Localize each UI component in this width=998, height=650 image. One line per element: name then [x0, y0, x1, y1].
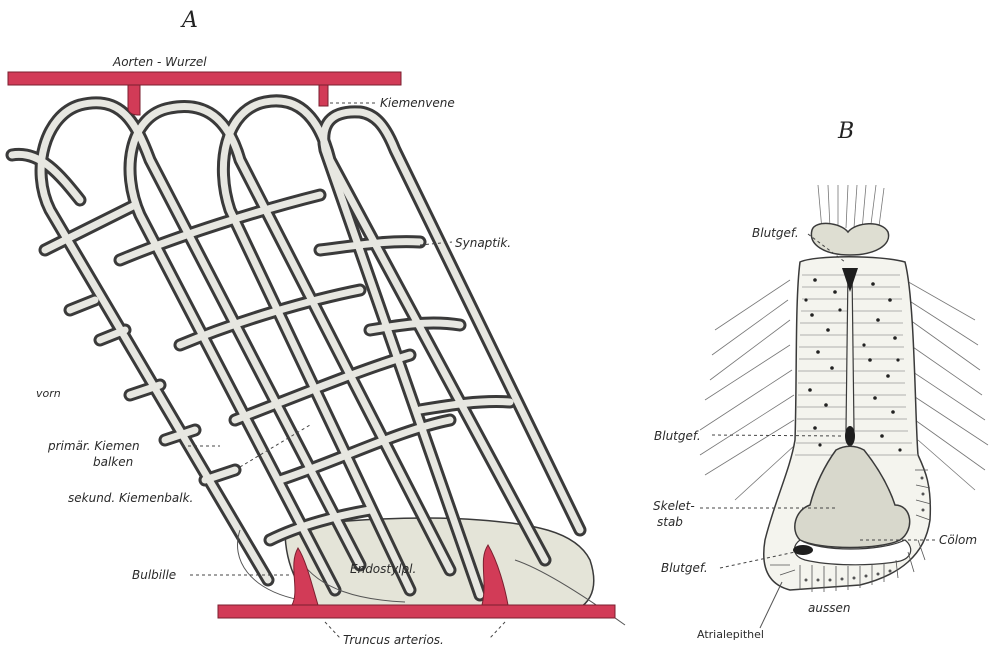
label-blutgef-bottom: Blutgef.	[661, 561, 708, 575]
label-skelet: Skelet-	[653, 499, 695, 513]
panel-a: A	[8, 8, 625, 647]
panel-a-letter: A	[180, 8, 198, 33]
label-aussen: aussen	[808, 601, 850, 615]
gill-bars	[12, 101, 625, 625]
label-truncus-arterios: Truncus arterios.	[343, 633, 444, 647]
label-stab: stab	[657, 515, 683, 529]
endostyle-plate	[285, 518, 594, 615]
label-blutgef-mid: Blutgef.	[654, 429, 701, 443]
label-atrialepithel: Atrialepithel	[697, 628, 764, 641]
central-canal	[846, 270, 854, 430]
label-bulbille: Bulbille	[132, 568, 176, 582]
label-primaer-balken: balken	[93, 455, 133, 469]
label-coelom: Cölom	[939, 533, 977, 547]
label-synaptik: Synaptik.	[455, 236, 511, 250]
bottom-blood-vessel	[793, 545, 813, 555]
label-endostylpl: Endostylpl.	[350, 562, 416, 576]
label-kiemenvene: Kiemenvene	[380, 96, 455, 110]
top-blood-vessel	[811, 223, 888, 255]
label-vorn: vorn	[36, 387, 61, 400]
label-aorten-wurzel: Aorten - Wurzel	[112, 55, 207, 69]
central-vessel-mid	[845, 426, 855, 446]
label-sekund-kiemenbalk: sekund. Kiemenbalk.	[68, 491, 193, 505]
label-blutgef-top: Blutgef.	[752, 226, 799, 240]
label-primaer-kiemen: primär. Kiemen	[47, 439, 140, 453]
panel-b: B	[653, 119, 988, 641]
panel-b-letter: B	[837, 119, 854, 144]
